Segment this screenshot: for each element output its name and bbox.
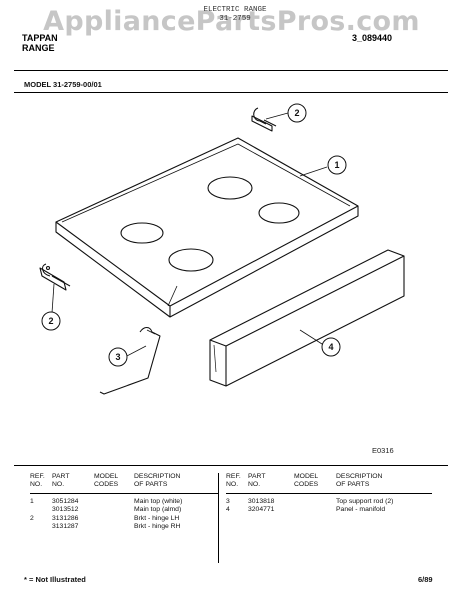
brand-name: TAPPAN <box>22 33 58 43</box>
part-no: 3131286 <box>52 514 79 522</box>
description: Brkt - hinge RH <box>134 523 181 531</box>
description: Main top (almd) <box>134 506 182 514</box>
callout-label-3: 3 <box>115 352 120 362</box>
table-row: 2 3131286 Brkt - hinge LH <box>30 515 218 523</box>
description: Panel - manifold <box>336 506 386 514</box>
table-column-divider <box>218 473 219 563</box>
description: Brkt - hinge LH <box>134 514 180 522</box>
callout-circle-1 <box>327 155 347 175</box>
model-label: MODEL 31-2759-00/01 <box>24 80 102 89</box>
document-type: ELECTRIC RANGE <box>203 6 267 14</box>
model-codes <box>94 523 134 531</box>
header-ref-no: REF.NO. <box>30 473 52 494</box>
publication-number: 3_089440 <box>352 33 393 43</box>
table-row: 3131287 Brkt - hinge RH <box>30 523 218 531</box>
header-ref-no: REF.NO. <box>226 473 248 494</box>
figure-code: E0316 <box>372 446 394 455</box>
hinge-bracket-lh-drawing <box>39 263 71 291</box>
part-no: 3013818 <box>248 497 275 505</box>
product-name: RANGE <box>22 43 55 53</box>
table-row: 3 3013818 Top support rod (2) <box>226 498 432 506</box>
description: Top support rod (2) <box>336 497 394 505</box>
model-codes <box>94 506 134 514</box>
callout-label-2-top: 2 <box>294 108 299 118</box>
ref-no: 1 <box>30 497 34 505</box>
ref-no <box>30 523 52 531</box>
callout-label-4: 4 <box>328 342 333 352</box>
hinge-bracket-rh-drawing <box>251 107 277 132</box>
model-series: 31-2759 <box>219 15 251 23</box>
model-rule <box>14 92 448 93</box>
header-rule <box>14 70 448 71</box>
model-codes <box>294 506 336 514</box>
manifold-panel-drawing <box>209 249 405 387</box>
callout-circle-4 <box>321 337 341 357</box>
callout-circle-2-bottom <box>41 311 61 331</box>
model-codes <box>94 498 134 506</box>
top-support-rod-drawing <box>99 326 161 395</box>
ref-no: 4 <box>226 506 230 514</box>
table-row: 3013512 Main top (almd) <box>30 506 218 514</box>
model-codes <box>294 498 336 506</box>
callout-label-2-bottom: 2 <box>48 316 53 326</box>
table-top-rule <box>14 465 448 466</box>
callout-label-1: 1 <box>334 160 339 170</box>
part-no: 3204771 <box>248 506 275 514</box>
callout-circle-2-top <box>287 103 307 123</box>
callout-circle-3 <box>108 347 128 367</box>
main-top-drawing <box>55 137 359 318</box>
ref-no <box>30 506 52 514</box>
ref-no: 2 <box>30 514 34 522</box>
part-no: 3051284 <box>52 497 79 505</box>
part-no: 3013512 <box>52 506 79 514</box>
footnote: * = Not Illustrated <box>24 575 86 584</box>
table-row: 4 3204771 Panel - manifold <box>226 506 432 514</box>
model-codes <box>94 515 134 523</box>
ref-no: 3 <box>226 497 230 505</box>
revision-date: 6/89 <box>418 575 433 584</box>
description: Main top (white) <box>134 497 183 505</box>
table-row: 1 3051284 Main top (white) <box>30 498 218 506</box>
part-no: 3131287 <box>52 523 79 531</box>
watermark: AppliancePartsPros.com <box>43 6 420 37</box>
